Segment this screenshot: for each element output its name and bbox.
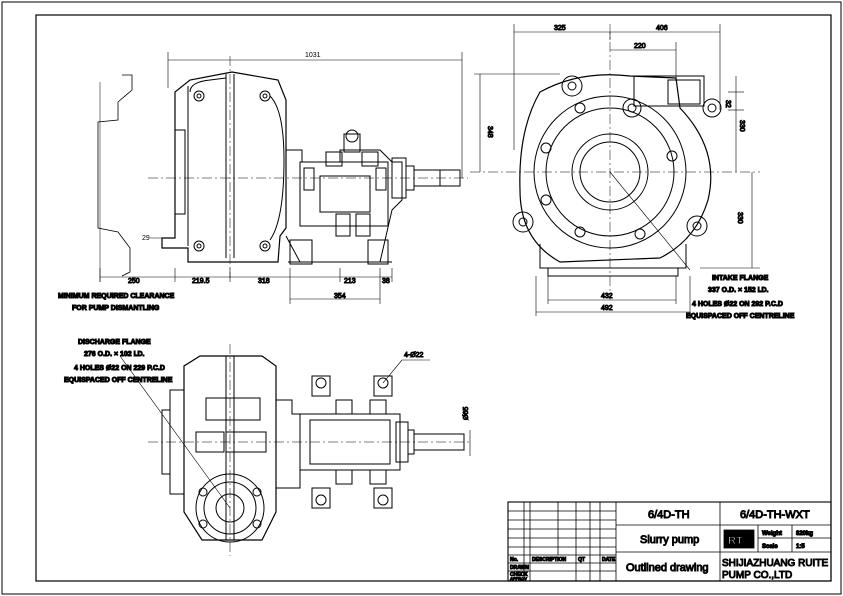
clearance-note-line1: MINIMUM REQUIRED CLEARANCE: [58, 293, 175, 300]
discharge-flange-holes: 4 HOLES Ø22 ON 229 P.C.D: [74, 365, 165, 372]
tb-row-approv: APPROV: [510, 576, 527, 581]
plan-view: [119, 344, 472, 556]
scale-label: Scale: [762, 544, 778, 550]
dim-label-213: 213: [344, 278, 356, 285]
tb-col-date: DATE: [602, 557, 616, 563]
weight-label: Weight: [762, 531, 782, 537]
company-name-line2: PUMP CO.,LTD: [722, 570, 792, 581]
dim-label-220: 220: [634, 43, 646, 50]
title-drawing-type: Outlined drawing: [626, 562, 709, 574]
weight-value: 820kg: [796, 531, 813, 537]
discharge-flange-spec: 276 O.D. × 102 I.D.: [84, 351, 145, 358]
dim-label-318: 318: [258, 278, 270, 285]
tb-col-description: DESCRIPTION: [532, 557, 567, 563]
dim-label-38: 38: [382, 278, 390, 285]
discharge-flange-equispaced: EQUISPACED OFF CENTRELINE: [64, 377, 173, 384]
discharge-flange-title: DISCHARGE FLANGE: [78, 339, 151, 346]
dim-label-325: 325: [554, 25, 566, 32]
dim-label-492: 492: [601, 305, 613, 312]
tb-col-qty: QT: [578, 557, 585, 563]
intake-flange-holes: 4 HOLES Ø22 ON 292 P.C.D: [692, 301, 783, 308]
base-dimension-chain: [99, 268, 393, 304]
dim-label-330-upper: 330: [738, 120, 745, 132]
dim-label-219-5: 219.5: [192, 278, 210, 285]
dim-label-348: 348: [486, 126, 493, 138]
title-block: [507, 501, 832, 582]
intake-flange-title: INTAKE FLANGE: [712, 275, 769, 282]
dim-offset-29: 29: [142, 235, 175, 242]
company-name-line1: SHIJIAZHUANG RUITE: [722, 558, 828, 569]
tb-col-no: No.: [510, 557, 519, 563]
dim-label-shaft: Ø65: [463, 407, 470, 420]
dim-label-354: 354: [334, 293, 346, 300]
side-elevation-view: [97, 56, 468, 282]
dim-label-250: 250: [128, 278, 140, 285]
title-drawing-number: 6/4D-TH-WXT: [740, 509, 810, 521]
dim-label-406: 406: [656, 25, 668, 32]
dim-label-32: 32: [724, 100, 731, 108]
intake-flange-spec: 337 O.D. × 152 I.D.: [708, 287, 769, 294]
dim-label-330-lower: 330: [736, 212, 743, 224]
clearance-note-line2: FOR PUMP DISMANTLING: [72, 305, 160, 312]
end-elevation-view: [470, 24, 760, 300]
tb-row-check: CHECK: [510, 572, 528, 578]
dim-overall-length: 1031: [167, 52, 463, 178]
scale-value: 1:5: [796, 544, 805, 550]
title-product: Slurry pump: [640, 534, 699, 546]
company-logo: RT: [728, 535, 743, 547]
dim-label-1031: 1031: [305, 52, 321, 59]
dim-label-29: 29: [142, 235, 150, 242]
dim-label-bolt-holes: 4-Ø22: [404, 352, 424, 359]
title-model: 6/4D-TH: [648, 509, 690, 521]
intake-flange-equispaced: EQUISPACED OFF CENTRELINE: [686, 313, 795, 320]
dim-label-432: 432: [601, 293, 613, 300]
tb-row-drawn: DRAWN: [510, 565, 529, 571]
inner-border: [35, 14, 832, 582]
